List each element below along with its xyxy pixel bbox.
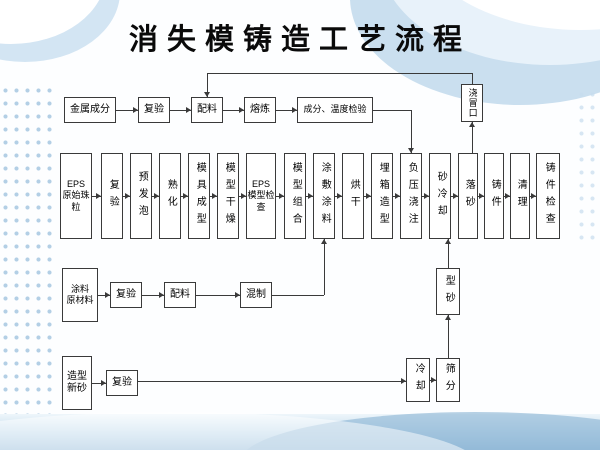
flow-arrow <box>445 239 451 244</box>
flow-line <box>448 315 449 358</box>
flow-line <box>276 110 297 111</box>
flow-arrow <box>292 107 297 113</box>
node-cooling: 冷却 <box>406 358 430 402</box>
node-sieving: 筛分 <box>436 358 460 402</box>
flow-line <box>92 383 106 384</box>
node-shakeout: 落砂 <box>458 153 478 239</box>
flow-line <box>196 295 240 296</box>
flow-arrow <box>321 239 327 244</box>
node-coating-recheck: 复验 <box>110 282 142 308</box>
node-pre-foaming: 预发泡 <box>130 153 152 239</box>
node-mold-forming: 模具成型 <box>188 153 210 239</box>
flow-arrow <box>186 107 191 113</box>
node-pattern-recheck: 复验 <box>101 153 123 239</box>
flow-arrow <box>395 193 400 199</box>
flow-line <box>223 110 244 111</box>
flow-arrow <box>204 92 210 97</box>
flow-arrow <box>154 193 159 199</box>
node-metal-batching: 配料 <box>191 97 223 123</box>
flow-arrow <box>125 193 130 199</box>
node-metal-composition: 金属成分 <box>64 97 116 123</box>
flow-line <box>98 295 110 296</box>
flow-arrow <box>212 193 217 199</box>
bottom-band-deep-wave <box>240 412 600 450</box>
flow-line <box>142 295 164 296</box>
node-gating-riser: 浇冒口 <box>461 84 483 122</box>
node-mixing: 混制 <box>240 282 272 308</box>
flow-arrow <box>469 122 475 127</box>
node-metal-recheck: 复验 <box>138 97 170 123</box>
node-sand-cooling: 砂冷却 <box>429 153 451 239</box>
flow-arrow <box>279 193 284 199</box>
flow-line <box>138 381 406 382</box>
flow-arrow <box>235 292 240 298</box>
flow-arrow <box>337 193 342 199</box>
slide-title: 消失模铸造工艺流程 <box>128 24 471 56</box>
flow-arrow <box>101 380 106 386</box>
flow-arrow <box>239 107 244 113</box>
flow-line <box>207 73 472 74</box>
flow-line <box>472 122 473 153</box>
flow-arrow <box>401 378 406 384</box>
node-sand-recheck: 复验 <box>106 370 138 396</box>
dot-pattern-left <box>0 84 54 432</box>
flow-line <box>116 110 138 111</box>
flow-arrow <box>505 193 510 199</box>
flow-arrow <box>424 193 429 199</box>
node-cleaning: 清理 <box>510 153 530 239</box>
node-coating-materials: 涂料 原材料 <box>62 268 98 322</box>
flow-arrow <box>105 292 110 298</box>
node-flask-molding: 埋箱造型 <box>371 153 393 239</box>
flow-arrow <box>453 193 458 199</box>
node-pattern-assembly: 模型组合 <box>284 153 306 239</box>
bottom-band-white-wave <box>0 412 480 450</box>
flow-line <box>207 73 208 97</box>
flow-line <box>170 110 191 111</box>
flow-arrow <box>479 193 484 199</box>
node-eps-pattern-check: EPS 模型检查 <box>246 153 276 239</box>
flow-line <box>272 295 324 296</box>
flow-arrow <box>183 193 188 199</box>
flow-arrow <box>96 193 101 199</box>
node-pattern-drying: 模型干燥 <box>217 153 239 239</box>
flow-arrow <box>431 377 436 383</box>
flow-arrow <box>241 193 246 199</box>
flow-arrow <box>366 193 371 199</box>
flow-line <box>472 73 473 84</box>
node-casting-inspection: 铸件检查 <box>536 153 560 239</box>
node-new-sand: 造型 新砂 <box>62 356 92 410</box>
flow-arrow <box>445 315 451 320</box>
node-casting: 铸件 <box>484 153 504 239</box>
node-melting: 熔炼 <box>244 97 276 123</box>
flow-line <box>411 110 412 153</box>
flow-arrow <box>159 292 164 298</box>
flow-arrow <box>531 193 536 199</box>
flow-arrow <box>308 193 313 199</box>
node-coating-application: 涂敷涂料 <box>313 153 335 239</box>
flow-line <box>448 239 449 268</box>
flow-arrow <box>133 107 138 113</box>
bottom-band <box>0 414 600 450</box>
node-eps-beads: EPS 原始珠粒 <box>60 153 92 239</box>
dot-pattern-right <box>576 88 600 248</box>
flow-line <box>324 239 325 295</box>
flow-line <box>373 110 411 111</box>
node-coating-batching: 配料 <box>164 282 196 308</box>
node-drying: 烘干 <box>342 153 364 239</box>
flow-arrow <box>408 148 414 153</box>
node-molding-sand: 型砂 <box>436 268 460 315</box>
node-comp-temp-check: 成分、温度检验 <box>297 97 373 123</box>
node-vacuum-pouring: 负压浇注 <box>400 153 422 239</box>
node-aging: 熟化 <box>159 153 181 239</box>
